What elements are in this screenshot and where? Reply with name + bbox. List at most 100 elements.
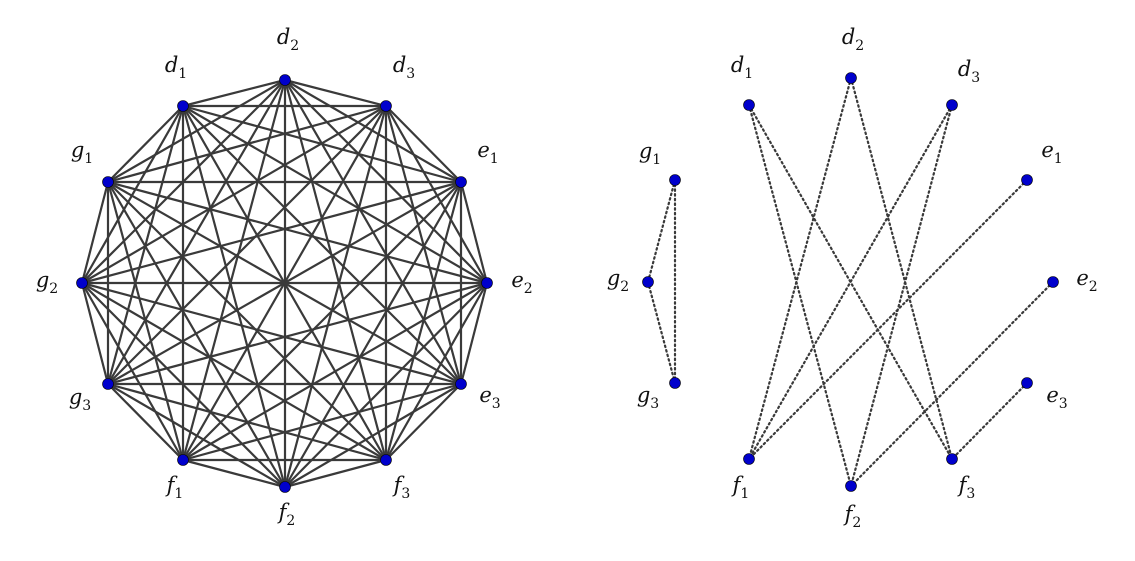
left-edge-d3-f2 — [283, 104, 388, 489]
right-edge-d2-f1 — [747, 76, 853, 461]
right-label-e2: e2 — [1076, 266, 1097, 295]
left-edge-d1-g1 — [106, 104, 185, 184]
left-node-f1 — [177, 454, 189, 466]
right-edge-d3-f1 — [747, 103, 954, 461]
left-label-f3: f3 — [392, 473, 411, 502]
left-edge-f3-f2 — [283, 458, 388, 489]
left-edge-e3-g1 — [106, 180, 463, 386]
left-edge-f1-g1 — [106, 180, 185, 462]
right-graph-edges — [646, 76, 1055, 488]
right-node-f3 — [946, 453, 958, 465]
right-edge-g2-g3 — [646, 280, 677, 385]
left-graph-edges — [80, 78, 489, 489]
left-label-g1: g1 — [71, 138, 93, 167]
left-label-f1: f1 — [165, 473, 184, 502]
right-label-f3: f3 — [957, 473, 976, 502]
right-edge-g1-g2 — [646, 178, 677, 284]
right-node-g2 — [642, 276, 654, 288]
right-label-e3: e3 — [1046, 383, 1067, 412]
right-node-e3 — [1021, 377, 1033, 389]
right-node-g1 — [669, 174, 681, 186]
right-edge-e1-f1 — [747, 178, 1029, 461]
right-edge-e2-f2 — [849, 280, 1055, 488]
left-edge-e2-g1 — [106, 180, 489, 285]
left-edge-d3-g2 — [80, 104, 388, 285]
left-edge-d3-e2 — [384, 104, 489, 285]
left-label-e1: e1 — [477, 138, 498, 167]
left-node-f3 — [380, 454, 392, 466]
left-label-e3: e3 — [479, 383, 500, 412]
right-node-g3 — [669, 377, 681, 389]
left-edge-d2-e1 — [283, 78, 463, 184]
left-edge-d2-f1 — [181, 78, 287, 462]
left-node-g2 — [76, 277, 88, 289]
right-node-f1 — [743, 453, 755, 465]
left-edge-e1-f1 — [181, 180, 463, 462]
left-node-d1 — [177, 100, 189, 112]
left-edge-d3-e1 — [384, 104, 463, 184]
left-node-g1 — [102, 176, 114, 188]
left-edge-g2-g1 — [80, 180, 110, 285]
left-edge-d1-g2 — [80, 104, 185, 285]
left-edge-e2-e3 — [459, 281, 489, 386]
left-edge-e1-g2 — [80, 180, 463, 285]
left-edge-d1-f2 — [181, 104, 287, 489]
left-edge-f3-g1 — [106, 180, 388, 462]
left-edge-e3-g2 — [80, 281, 463, 386]
left-edge-e2-f3 — [384, 281, 489, 462]
left-edge-d1-e3 — [181, 104, 463, 386]
right-label-d1: d1 — [731, 53, 753, 82]
left-node-e1 — [455, 176, 467, 188]
right-label-d2: d2 — [842, 25, 864, 54]
left-edge-d3-g3 — [106, 104, 388, 386]
right-label-f2: f2 — [843, 502, 862, 531]
left-label-e2: e2 — [511, 268, 532, 297]
left-node-d2 — [279, 74, 291, 86]
right-label-g1: g1 — [639, 139, 661, 168]
right-edge-d2-f3 — [849, 76, 954, 461]
left-edge-e2-f1 — [181, 281, 489, 462]
left-edge-e3-f3 — [384, 382, 463, 462]
left-label-d3: d3 — [393, 53, 415, 82]
left-edge-f3-g2 — [80, 281, 388, 462]
left-edge-e3-f2 — [283, 382, 463, 489]
left-edge-f1-g3 — [106, 382, 185, 462]
right-node-e2 — [1047, 276, 1059, 288]
left-label-f2: f2 — [277, 500, 296, 529]
left-node-d3 — [380, 100, 392, 112]
left-edge-d3-g1 — [106, 104, 388, 184]
left-label-d2: d2 — [277, 25, 299, 54]
right-node-f2 — [845, 480, 857, 492]
left-node-f2 — [279, 481, 291, 493]
left-node-g3 — [102, 378, 114, 390]
left-edge-f2-g3 — [106, 382, 287, 489]
right-node-d3 — [946, 99, 958, 111]
left-edge-d1-d2 — [181, 78, 287, 108]
left-edge-e1-e2 — [459, 180, 489, 285]
left-graph-nodes — [76, 74, 493, 493]
right-edge-d3-f2 — [849, 103, 954, 488]
left-label-d1: d1 — [165, 53, 187, 82]
left-edge-e2-g3 — [106, 281, 489, 386]
right-edge-e3-f3 — [950, 381, 1029, 461]
right-node-d2 — [845, 72, 857, 84]
left-node-e3 — [455, 378, 467, 390]
left-edge-d2-g1 — [106, 78, 287, 184]
right-node-e1 — [1021, 174, 1033, 186]
left-edge-d2-d3 — [283, 78, 388, 108]
right-label-g2: g2 — [607, 266, 629, 295]
right-label-f1: f1 — [731, 473, 750, 502]
left-edge-g3-g2 — [80, 281, 110, 386]
right-label-d3: d3 — [958, 57, 980, 86]
right-edge-d1-f2 — [747, 103, 853, 488]
left-node-e2 — [481, 277, 493, 289]
right-node-d1 — [743, 99, 755, 111]
left-edge-d2-f3 — [283, 78, 388, 462]
left-label-g2: g2 — [36, 268, 58, 297]
left-edge-f2-f1 — [181, 458, 287, 489]
left-edge-f2-g2 — [80, 281, 287, 489]
right-label-e1: e1 — [1041, 138, 1062, 167]
left-edge-f2-g1 — [106, 180, 287, 489]
